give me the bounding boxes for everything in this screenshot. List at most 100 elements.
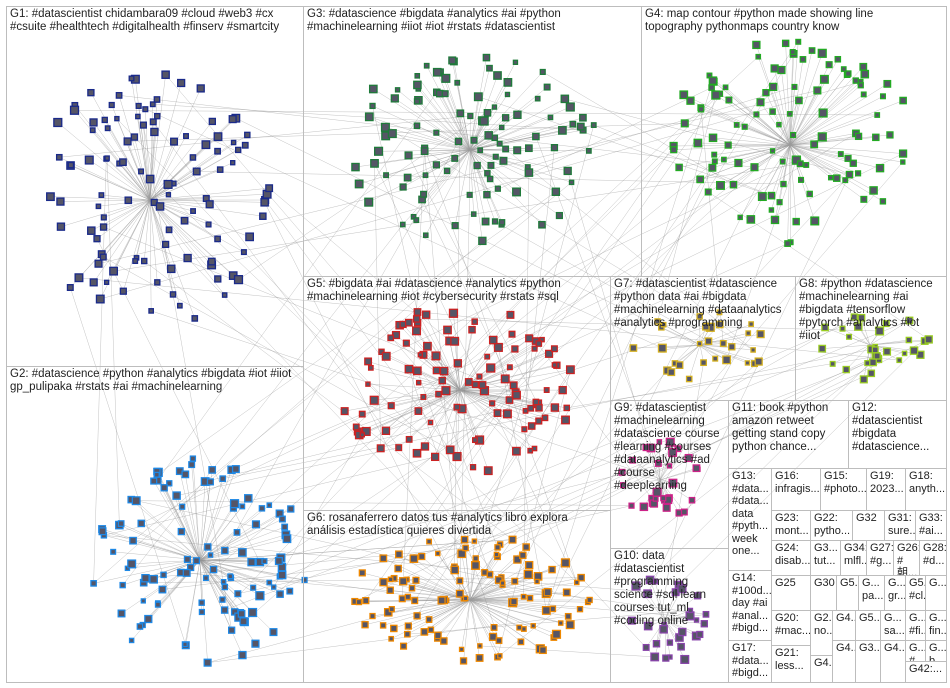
vertex <box>900 159 906 165</box>
vertex <box>136 623 144 630</box>
vertex <box>437 596 446 605</box>
group-box-g26: G26: #朝... <box>893 540 920 576</box>
vertex <box>98 192 105 198</box>
vertex <box>844 70 852 77</box>
vertex <box>677 584 687 594</box>
vertex <box>259 212 267 220</box>
vertex <box>149 118 157 126</box>
vertex <box>745 330 752 337</box>
vertex <box>454 137 463 146</box>
vertex <box>89 127 96 134</box>
vertex <box>74 273 84 283</box>
vertex <box>422 232 429 239</box>
vertex <box>413 366 422 376</box>
vertex <box>532 132 540 141</box>
group-box-g9: G9: #datascientist #machinelearning #dat… <box>610 400 729 549</box>
vertex <box>659 625 668 634</box>
vertex <box>227 573 234 580</box>
vertex <box>206 478 214 486</box>
vertex <box>688 496 696 504</box>
vertex <box>163 179 173 189</box>
group-box-g5c: G5... <box>855 610 881 641</box>
group-box-g4a: G4... <box>832 610 856 641</box>
vertex <box>439 366 449 376</box>
vertex <box>473 161 481 170</box>
vertex <box>486 571 494 578</box>
vertex <box>645 575 655 585</box>
group-box-g4b: G4... <box>810 655 833 683</box>
vertex <box>66 284 74 292</box>
vertex <box>188 461 196 469</box>
vertex <box>493 409 502 418</box>
vertex <box>287 505 295 513</box>
vertex <box>704 337 713 345</box>
vertex <box>680 654 690 664</box>
vertex <box>825 61 833 69</box>
vertex <box>477 147 484 154</box>
vertex <box>364 197 374 207</box>
vertex <box>234 590 242 598</box>
group-label: G33: #ai... <box>919 512 943 537</box>
vertex <box>886 131 894 139</box>
vertex <box>266 502 273 508</box>
vertex <box>240 249 247 256</box>
group-box-g33: G33: #ai... <box>915 510 947 541</box>
group-box-g42: G42:... <box>905 661 947 683</box>
vertex <box>687 607 694 614</box>
vertex <box>512 187 522 197</box>
vertex <box>543 387 550 393</box>
group-box-g16: G16: infragis... <box>771 468 821 511</box>
vertex <box>182 568 191 577</box>
vertex <box>704 188 712 196</box>
vertex <box>46 192 55 202</box>
group-box-g23: G23: mont... <box>771 510 811 541</box>
vertex <box>404 364 414 374</box>
group-box-gc: G... <box>925 575 947 611</box>
vertex <box>776 121 782 128</box>
group-box-gd: G... sa... <box>880 610 906 641</box>
vertex <box>484 353 491 360</box>
vertex <box>399 577 408 586</box>
group-label: G26: #朝... <box>897 542 920 576</box>
vertex <box>441 73 451 83</box>
vertex <box>483 190 491 199</box>
vertex <box>427 419 434 426</box>
group-box-g15: G15: #photo... <box>820 468 867 511</box>
vertex <box>873 352 881 360</box>
group-box-g10: G10: data #datascientist #programming sc… <box>610 548 729 683</box>
vertex <box>527 404 535 412</box>
vertex <box>170 137 179 146</box>
vertex <box>418 552 426 561</box>
group-label: G9: #datascientist #machinelearning #dat… <box>614 402 720 492</box>
vertex <box>639 502 649 512</box>
vertex <box>857 313 866 322</box>
vertex <box>109 266 119 276</box>
vertex <box>700 359 707 367</box>
vertex <box>555 211 563 220</box>
vertex <box>780 180 787 188</box>
vertex <box>367 364 374 371</box>
vertex <box>381 426 391 435</box>
vertex <box>150 477 158 485</box>
vertex <box>352 423 360 431</box>
group-label: G3... <box>859 642 881 654</box>
vertex <box>237 609 246 618</box>
vertex <box>274 556 283 566</box>
vertex <box>369 102 376 110</box>
vertex <box>160 484 168 492</box>
vertex <box>879 198 887 205</box>
vertex <box>119 287 127 295</box>
vertex <box>203 658 212 667</box>
vertex <box>399 642 408 650</box>
vertex <box>198 599 205 606</box>
vertex <box>628 502 635 509</box>
vertex <box>387 402 395 410</box>
group-box-g18: G18: anyth... <box>905 468 947 511</box>
vertex <box>708 76 718 85</box>
vertex <box>675 361 684 369</box>
vertex <box>796 160 804 168</box>
vertex <box>137 519 146 528</box>
vertex <box>108 101 115 109</box>
vertex <box>130 133 139 141</box>
vertex <box>564 612 572 620</box>
